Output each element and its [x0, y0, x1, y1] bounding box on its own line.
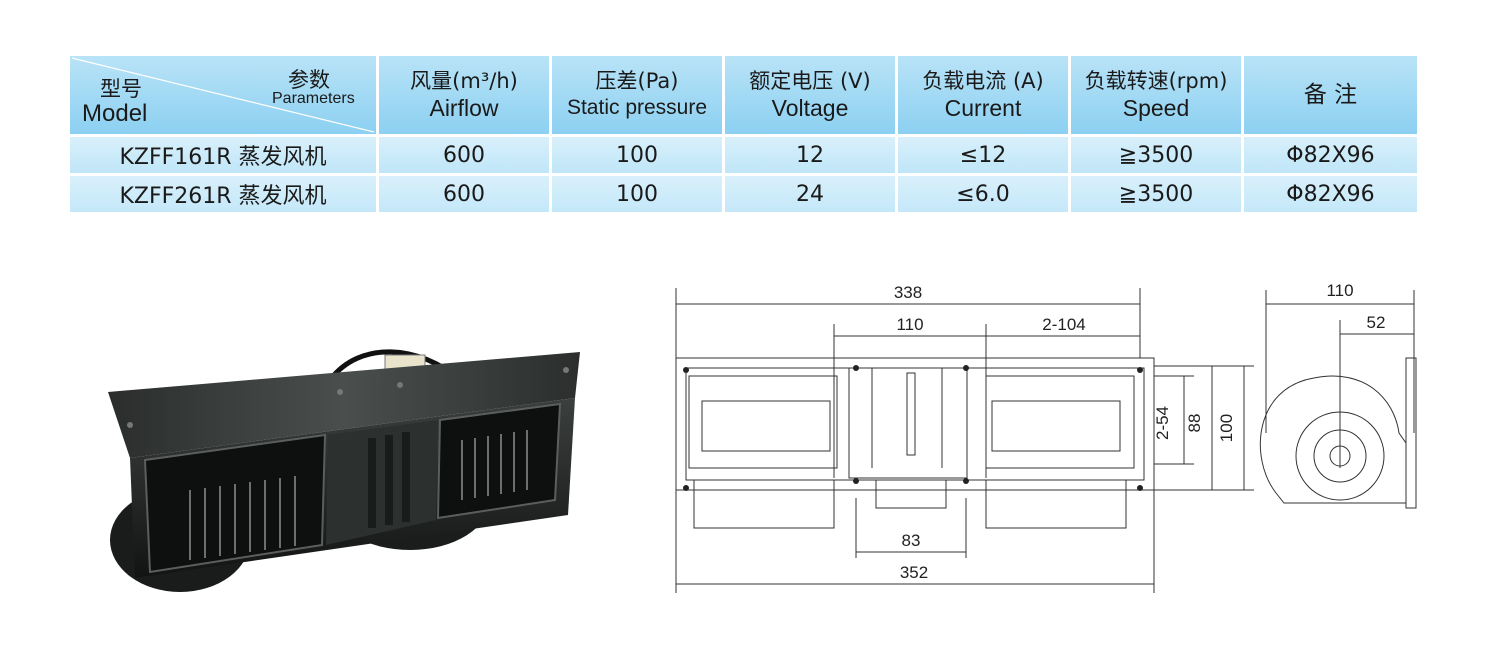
dim-overall-bottom: 352	[900, 563, 928, 582]
voltage-value: 24	[796, 181, 824, 207]
airflow-cell: 600	[379, 137, 549, 173]
airflow-value: 600	[443, 181, 485, 207]
current-en: Current	[944, 95, 1022, 121]
pressure-en: Static pressure	[566, 96, 708, 119]
pressure-cn: 压差(Pa)	[595, 69, 679, 93]
speed-cell: ≧3500	[1071, 137, 1241, 173]
note-value: Φ82X96	[1286, 142, 1375, 168]
current-header: 负载电流 (A) Current	[898, 56, 1068, 134]
dim-bottom-span: 83	[902, 531, 921, 550]
pressure-value: 100	[616, 142, 658, 168]
model-value: KZFF161R 蒸发风机	[119, 145, 327, 170]
voltage-cell: 12	[725, 137, 895, 173]
dim-overall-top: 338	[894, 283, 922, 302]
current-cn: 负载电流 (A)	[922, 69, 1044, 93]
airflow-cell: 600	[379, 176, 549, 212]
params-cn-label: 参数	[288, 68, 330, 92]
pressure-header: 压差(Pa) Static pressure	[552, 56, 722, 134]
dim-side-width: 110	[1326, 281, 1353, 300]
model-cell: KZFF161R 蒸发风机	[70, 137, 376, 173]
table-header-row: 型号 Model 参数 Parameters 风量(m³/h) Airflow …	[70, 56, 1420, 137]
pressure-value: 100	[616, 181, 658, 207]
speed-en: Speed	[1122, 95, 1190, 121]
voltage-cell: 24	[725, 176, 895, 212]
current-cell: ≤12	[898, 137, 1068, 173]
dim-hole-pitch: 2-104	[1042, 315, 1085, 334]
voltage-cn: 额定电压 (V)	[749, 69, 871, 93]
table-row: KZFF261R 蒸发风机 600 100 24 ≤6.0 ≧3500 Φ82X…	[70, 176, 1420, 215]
current-cell: ≤6.0	[898, 176, 1068, 212]
voltage-value: 12	[796, 142, 824, 168]
current-value: ≤6.0	[956, 181, 1010, 207]
pressure-cell: 100	[552, 176, 722, 212]
model-cell: KZFF261R 蒸发风机	[70, 176, 376, 212]
speed-cn: 负载转速(rpm)	[1084, 69, 1228, 93]
note-cell: Φ82X96	[1244, 137, 1417, 173]
model-value: KZFF261R 蒸发风机	[119, 184, 327, 209]
dim-side-offset: 52	[1367, 313, 1386, 332]
airflow-cn: 风量(m³/h)	[410, 69, 518, 93]
voltage-en: Voltage	[771, 95, 849, 121]
dim-outer-height: 100	[1217, 414, 1236, 442]
note-value: Φ82X96	[1286, 181, 1375, 207]
airflow-header: 风量(m³/h) Airflow	[379, 56, 549, 134]
model-cn-label: 型号	[100, 77, 142, 101]
note-cell: Φ82X96	[1244, 176, 1417, 212]
header-diagonal-line	[71, 57, 375, 133]
speed-value: ≧3500	[1118, 142, 1194, 168]
params-en-label: Parameters	[272, 90, 355, 107]
voltage-header: 额定电压 (V) Voltage	[725, 56, 895, 134]
dimension-drawing: 338 110 2-104 83 352 2-54 88 100 110 52	[675, 281, 1417, 593]
note-header: 备 注	[1244, 56, 1417, 134]
spec-table: 型号 Model 参数 Parameters 风量(m³/h) Airflow …	[70, 56, 1420, 215]
dim-inner-height: 88	[1185, 414, 1204, 433]
dim-center-span: 110	[896, 315, 923, 334]
speed-header: 负载转速(rpm) Speed	[1071, 56, 1241, 134]
airflow-value: 600	[443, 142, 485, 168]
speed-value: ≧3500	[1118, 181, 1194, 207]
note-cn: 备 注	[1303, 82, 1358, 108]
model-en-label: Model	[82, 100, 148, 127]
current-value: ≤12	[959, 142, 1007, 168]
blower-product-photo	[108, 349, 580, 592]
model-parameters-header: 型号 Model 参数 Parameters	[70, 56, 376, 134]
table-row: KZFF161R 蒸发风机 600 100 12 ≤12 ≧3500 Φ82X9…	[70, 137, 1420, 176]
speed-cell: ≧3500	[1071, 176, 1241, 212]
airflow-en: Airflow	[429, 95, 499, 121]
pressure-cell: 100	[552, 137, 722, 173]
dim-hole-vertical: 2-54	[1153, 406, 1172, 440]
